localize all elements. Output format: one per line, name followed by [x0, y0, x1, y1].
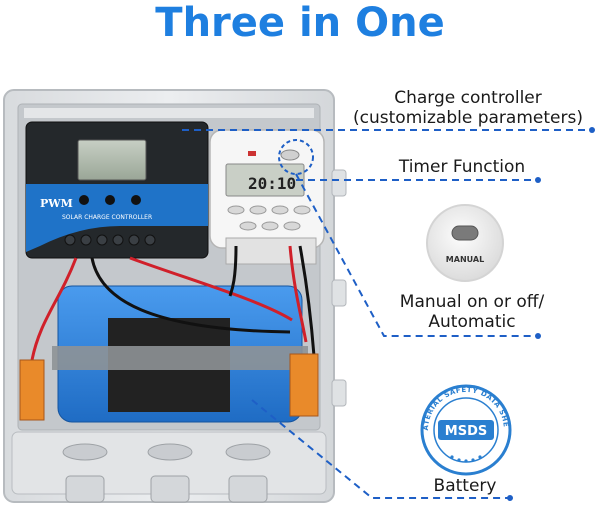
callout-lines: [182, 129, 592, 499]
page-title: Three in One: [155, 0, 445, 46]
label-charge-controller: Charge controller (customizable paramete…: [340, 88, 596, 128]
callout-dots: [507, 127, 595, 501]
battery-pack: [52, 285, 308, 423]
msds-center-text: MSDS: [445, 424, 487, 439]
manual-button-icon: MANUAL: [426, 204, 504, 282]
terminal-blocks: [19, 353, 319, 421]
label-manual-line1: Manual on or off/: [399, 292, 545, 312]
label-charge-controller-line2: (customizable parameters): [353, 108, 583, 128]
label-manual-line2: Automatic: [428, 312, 516, 332]
cable-glands: [62, 443, 271, 503]
wiring: [30, 245, 316, 361]
label-timer-function: Timer Function: [398, 157, 526, 177]
controller-brand: PWM: [40, 197, 73, 210]
controller-caption: SOLAR CHARGE CONTROLLER: [62, 214, 152, 221]
charge-controller: PWM SOLAR CHARGE CONTROLLER: [25, 121, 209, 259]
timer-display: 20:10: [248, 174, 296, 193]
timer-module: 20:10: [209, 129, 325, 265]
label-battery: Battery: [433, 476, 497, 496]
label-charge-controller-line1: Charge controller: [394, 88, 542, 108]
manual-button-label: MANUAL: [446, 255, 484, 264]
label-manual: Manual on or off/ Automatic: [384, 292, 560, 332]
